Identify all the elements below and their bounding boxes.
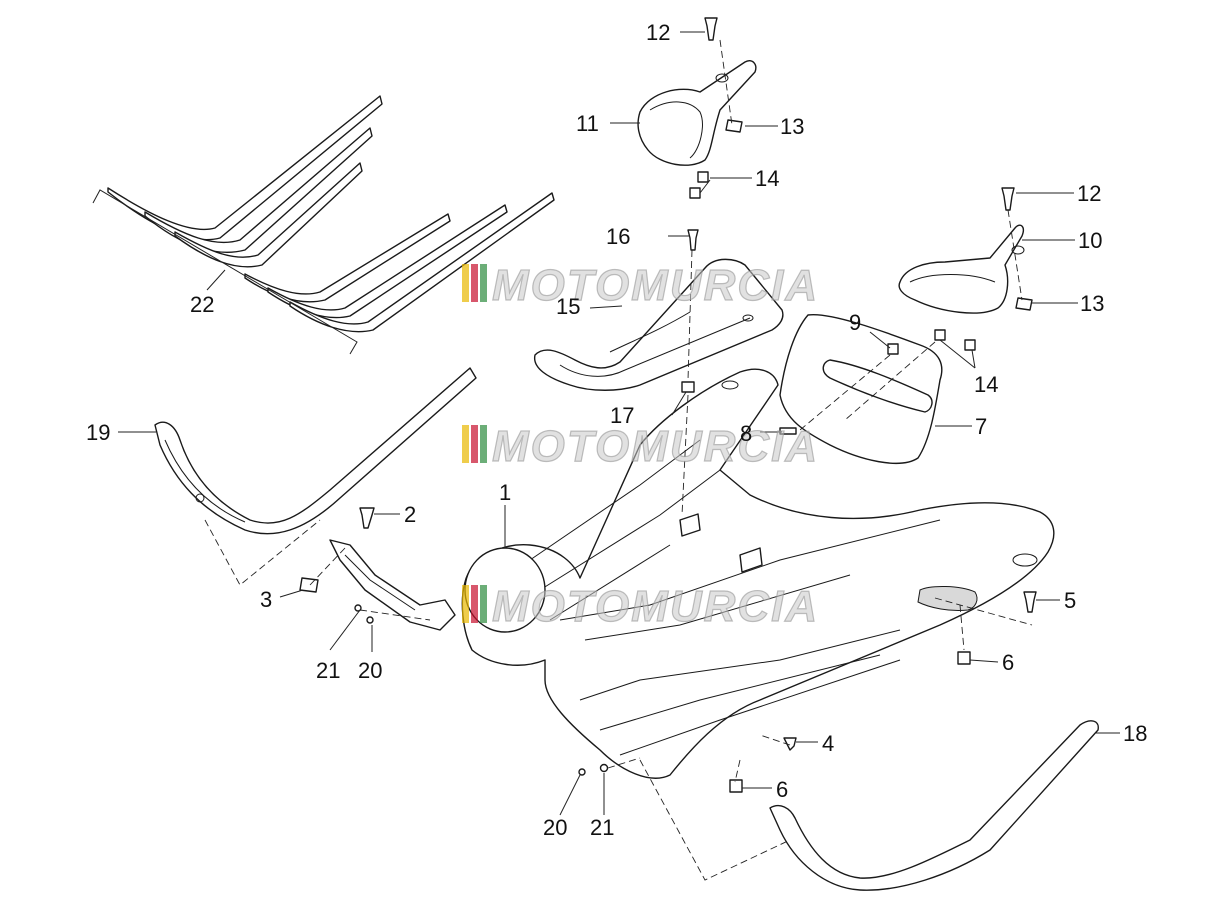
- assembly-lines: [204, 39, 1033, 881]
- callout-14-right: 14: [974, 372, 998, 397]
- watermark-3: MOTOMURCIA: [462, 581, 819, 632]
- part-10-knee-cover: [898, 224, 1025, 314]
- watermark-stripe-3: [480, 585, 487, 623]
- watermark-text: MOTOMURCIA: [492, 261, 819, 310]
- callout-12-right: 12: [1077, 181, 1101, 206]
- watermark-stripe-1: [462, 585, 469, 623]
- hardware: [299, 17, 1037, 793]
- watermark-stripe-3: [480, 264, 487, 302]
- part-7-glovebox-door: [779, 313, 943, 465]
- watermark-stripe-2: [471, 425, 478, 463]
- callout-18: 18: [1123, 721, 1147, 746]
- callout-12-top: 12: [646, 20, 670, 45]
- callout-1: 1: [499, 480, 511, 505]
- watermark-1: MOTOMURCIA: [462, 260, 819, 311]
- callout-5: 5: [1064, 588, 1076, 613]
- callout-22: 22: [190, 292, 214, 317]
- callout-13-right: 13: [1080, 291, 1104, 316]
- watermark-stripe-1: [462, 264, 469, 302]
- part-22-floor-strips: [92, 95, 555, 355]
- callout-8: 8: [740, 421, 752, 446]
- left-bracket: [329, 539, 456, 631]
- watermark-stripe-3: [480, 425, 487, 463]
- callout-10: 10: [1078, 228, 1102, 253]
- callout-6-bottom: 6: [776, 777, 788, 802]
- callout-21-bottom: 21: [590, 815, 614, 840]
- callout-19: 19: [86, 420, 110, 445]
- watermark-2: MOTOMURCIA: [462, 421, 819, 472]
- watermark-text: MOTOMURCIA: [492, 422, 819, 471]
- part-15-floor-mat: [534, 258, 784, 391]
- callout-17: 17: [610, 403, 634, 428]
- callout-2: 2: [404, 502, 416, 527]
- callout-13-top: 13: [780, 114, 804, 139]
- part-11-knee-cover: [637, 60, 757, 166]
- callout-9: 9: [849, 310, 861, 335]
- callout-16: 16: [606, 224, 630, 249]
- watermark-stripe-2: [471, 264, 478, 302]
- watermark-stripe-2: [471, 585, 478, 623]
- callout-14-top: 14: [755, 166, 779, 191]
- part-19-left-trim: [154, 367, 477, 535]
- callout-4: 4: [822, 731, 834, 756]
- watermark-text: MOTOMURCIA: [492, 582, 819, 631]
- callout-21-left: 21: [316, 658, 340, 683]
- callout-labels: 12 11 13 14 12 10 13 14 16 15 17 9 7 8 1…: [86, 20, 1147, 840]
- callout-11: 11: [576, 111, 599, 136]
- part-18-right-trim: [769, 720, 1099, 891]
- callout-15: 15: [556, 294, 580, 319]
- callout-6-right: 6: [1002, 650, 1014, 675]
- leader-lines: [118, 31, 1120, 816]
- callout-7: 7: [975, 414, 987, 439]
- callout-20-left: 20: [358, 658, 382, 683]
- callout-20-bottom: 20: [543, 815, 567, 840]
- watermark-stripe-1: [462, 425, 469, 463]
- callout-3: 3: [260, 587, 272, 612]
